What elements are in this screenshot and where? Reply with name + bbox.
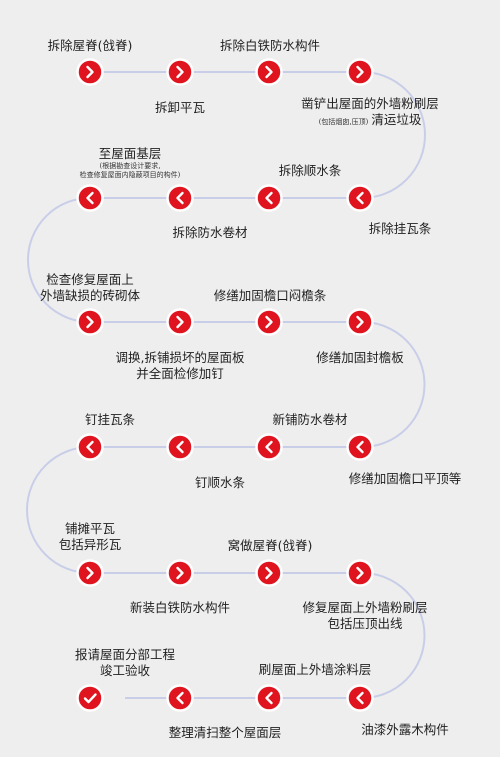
step-label-18: 新装白铁防水构件	[129, 600, 230, 615]
chevron-right-icon	[356, 315, 364, 329]
step-label-14: 新铺防水卷材	[272, 412, 348, 427]
step-node-3	[255, 58, 283, 86]
step-node-8	[76, 184, 104, 212]
step-label-21: 油漆外露木构件	[361, 722, 449, 737]
step-label-2: 拆卸平瓦	[154, 100, 205, 115]
step-label-11: 修缮加固檐口闷檐条	[213, 288, 327, 303]
chevron-left-icon	[265, 440, 273, 454]
chevron-right-icon	[356, 65, 364, 79]
step-node-2	[166, 58, 194, 86]
chevron-left-icon	[176, 691, 184, 705]
chevron-right-icon	[86, 566, 94, 580]
chevron-right-icon	[176, 315, 184, 329]
step-node-6	[255, 184, 283, 212]
chevron-left-icon	[176, 191, 184, 205]
chevron-left-icon	[356, 440, 364, 454]
step-label-13: 修缮加固檐口平顶等	[348, 471, 462, 486]
check-icon	[83, 693, 97, 704]
chevron-left-icon	[265, 691, 273, 705]
step-label-15: 钉顺水条	[194, 475, 245, 490]
step-node-12	[346, 308, 374, 336]
step-node-17	[76, 559, 104, 587]
step-node-14	[255, 433, 283, 461]
step-node-16	[76, 433, 104, 461]
step-label-8: 至屋面基层 (根据勘查设计要求, 检查修复屋面内隐蔽项目的构件)	[79, 146, 181, 179]
step-node-20	[346, 559, 374, 587]
step-label-12: 修缮加固封檐板	[316, 350, 404, 365]
chevron-left-icon	[86, 440, 94, 454]
chevron-left-icon	[356, 191, 364, 205]
chevron-right-icon	[86, 315, 94, 329]
step-label-3: 拆除白铁防水构件	[219, 38, 320, 53]
step-node-4	[346, 58, 374, 86]
step-label-6: 拆除顺水条	[278, 163, 342, 178]
chevron-right-icon	[265, 566, 273, 580]
step-label-19: 窝做屋脊(戗脊)	[227, 538, 313, 553]
step-label-7: 拆除防水卷材	[172, 225, 248, 240]
chevron-right-icon	[265, 315, 273, 329]
step-label-9: 检查修复屋面上 外墙缺损的砖砌体	[39, 272, 140, 303]
step-node-15	[166, 433, 194, 461]
chevron-left-icon	[176, 440, 184, 454]
step-node-23	[166, 684, 194, 712]
chevron-right-icon	[265, 65, 273, 79]
chevron-left-icon	[356, 691, 364, 705]
chevron-right-icon	[86, 65, 94, 79]
step-node-10	[166, 308, 194, 336]
step-label-16: 钉挂瓦条	[84, 412, 135, 427]
chevron-left-icon	[86, 191, 94, 205]
step-label-24: 报请屋面分部工程 竣工验收	[74, 647, 175, 678]
chevron-right-icon	[176, 65, 184, 79]
step-node-11	[255, 308, 283, 336]
step-node-22	[255, 684, 283, 712]
step-label-20: 修复屋面上外墙粉刷层 包括压顶出线	[302, 600, 428, 631]
step-node-19	[255, 559, 283, 587]
step-node-9	[76, 308, 104, 336]
serpentine-connector-path	[26, 71, 426, 699]
step-label-5: 拆除挂瓦条	[368, 221, 432, 236]
step-label-4: 凿铲出屋面的外墙粉刷层 (包括烟囱,压顶)清运垃圾	[301, 96, 439, 127]
step-label-23: 整理清扫整个屋面层	[168, 725, 282, 740]
chevron-left-icon	[265, 191, 273, 205]
step-label-1: 拆除屋脊(戗脊)	[47, 38, 133, 53]
chevron-right-icon	[176, 566, 184, 580]
step-label-22: 刷屋面上外墙涂料层	[258, 662, 372, 677]
step-node-7	[166, 184, 194, 212]
step-node-5	[346, 184, 374, 212]
step-node-24	[76, 684, 104, 712]
step-node-18	[166, 559, 194, 587]
step-label-17: 铺摊平瓦 包括异形瓦	[58, 521, 122, 552]
step-node-21	[346, 684, 374, 712]
chevron-right-icon	[356, 566, 364, 580]
step-node-1	[76, 58, 104, 86]
step-label-10: 调换,拆铺损坏的屋面板 并全面检修加钉	[115, 350, 245, 381]
step-node-13	[346, 433, 374, 461]
